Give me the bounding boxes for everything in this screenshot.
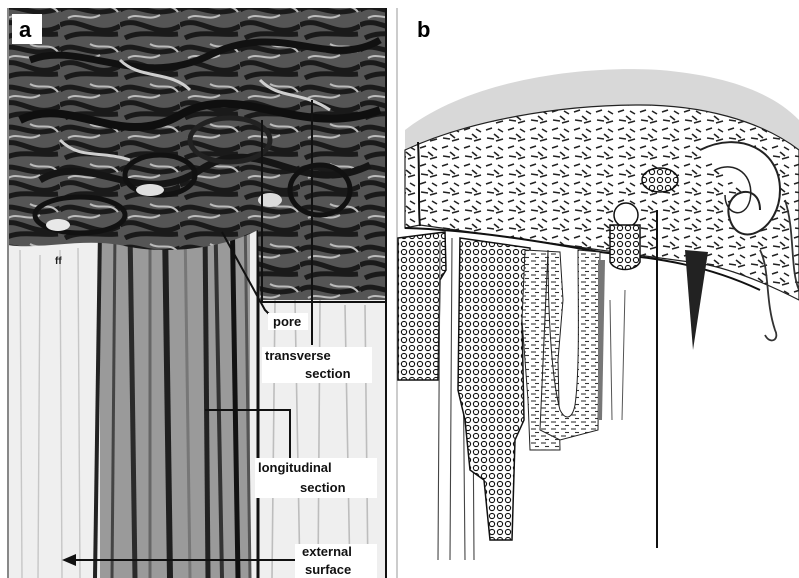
external-surface-label-line1: external bbox=[302, 544, 352, 559]
ff-label: ff bbox=[55, 256, 62, 267]
cell-plug bbox=[610, 225, 640, 270]
panel-b: b bbox=[397, 8, 799, 578]
longitudinal-section-label-line2: section bbox=[300, 480, 346, 495]
transverse-section-label-line2: section bbox=[305, 366, 351, 381]
pore-circle bbox=[614, 203, 638, 227]
external-surface-label-line2: surface bbox=[305, 562, 351, 577]
cell-cluster-top bbox=[642, 168, 678, 192]
transverse-section-label-line1: transverse bbox=[265, 348, 331, 363]
panel-a-letter: a bbox=[19, 17, 32, 42]
longitudinal-section-label-line1: longitudinal bbox=[258, 460, 332, 475]
panel-b-letter: b bbox=[417, 17, 430, 42]
panel-a: a ff pore transverse section longitudina… bbox=[8, 8, 386, 578]
pore-label: pore bbox=[273, 314, 301, 329]
